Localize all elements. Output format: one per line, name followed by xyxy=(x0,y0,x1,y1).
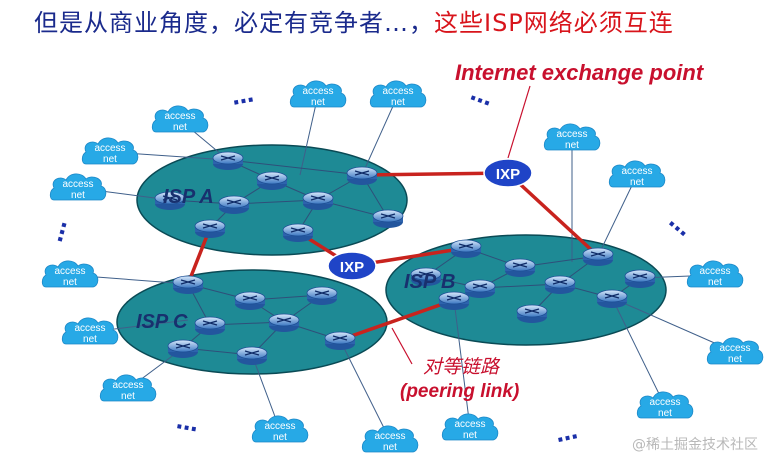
router-icon xyxy=(410,267,442,286)
access-net-cloud: access net xyxy=(151,105,209,133)
slide-title: 但是从商业角度，必定有竞争者…，这些ISP网络必须互连 xyxy=(34,6,674,40)
router-icon xyxy=(438,291,470,310)
access-net-cloud: access net xyxy=(99,374,157,402)
router-icon xyxy=(582,247,614,266)
access-net-cloud: access net xyxy=(686,260,744,288)
ixp-node-middle: IXP xyxy=(327,251,377,281)
router-icon xyxy=(516,304,548,323)
peering-link-caption-en: (peering link) xyxy=(400,381,520,402)
router-icon xyxy=(544,275,576,294)
peering-link-caption-cn: 对等链路 xyxy=(423,356,500,378)
access-net-cloud: access net xyxy=(441,413,499,441)
access-net-cloud: access net xyxy=(81,137,139,165)
routers xyxy=(154,151,656,365)
router-icon xyxy=(450,239,482,258)
access-net-cloud: access net xyxy=(608,160,666,188)
router-icon xyxy=(302,191,334,210)
peering-link-caption: 对等链路 (peering link) xyxy=(400,352,550,403)
access-net-cloud: access net xyxy=(41,260,99,288)
router-icon xyxy=(346,166,378,185)
ellipsis-dots: … xyxy=(230,82,256,110)
ellipsis-dots: … xyxy=(174,409,200,437)
router-icon xyxy=(236,346,268,365)
access-net-cloud: access net xyxy=(289,80,347,108)
router-icon xyxy=(154,191,186,210)
access-net-cloud: access net xyxy=(49,173,107,201)
ellipsis-dots: … xyxy=(43,217,73,245)
router-icon xyxy=(372,209,404,228)
ixp-caption-pointer xyxy=(507,85,531,159)
router-icon xyxy=(256,171,288,190)
peering-caption-pointer xyxy=(391,327,413,365)
access-net-cloud: access net xyxy=(636,391,694,419)
router-icon xyxy=(172,275,204,294)
title-part-interconnect: 这些ISP网络必须互连 xyxy=(434,9,674,37)
router-icon xyxy=(212,151,244,170)
router-icon xyxy=(624,269,656,288)
router-icon xyxy=(194,219,226,238)
router-icon xyxy=(306,286,338,305)
router-icon xyxy=(596,289,628,308)
access-net-cloud: access net xyxy=(251,415,309,443)
access-net-cloud: access net xyxy=(369,80,427,108)
router-icon xyxy=(234,291,266,310)
access-net-cloud: access net xyxy=(61,317,119,345)
ixp-caption: Internet exchange point xyxy=(455,60,704,85)
router-icon xyxy=(167,339,199,358)
router-icon xyxy=(194,316,226,335)
router-icon xyxy=(282,223,314,242)
watermark: @稀土掘金技术社区 xyxy=(632,437,758,453)
ixp-node-top: IXP xyxy=(483,158,533,188)
router-icon xyxy=(504,258,536,277)
ellipsis-dots: … xyxy=(553,419,580,448)
router-icon xyxy=(218,195,250,214)
ellipsis-dots: … xyxy=(664,209,697,242)
title-part-competitors: 但是从商业角度，必定有竞争者…， xyxy=(34,9,434,37)
router-icon xyxy=(464,279,496,298)
router-icon xyxy=(324,331,356,350)
router-icon xyxy=(268,313,300,332)
access-net-cloud: access net xyxy=(361,425,419,453)
access-net-cloud: access net xyxy=(543,123,601,151)
access-net-cloud: access net xyxy=(706,337,764,365)
